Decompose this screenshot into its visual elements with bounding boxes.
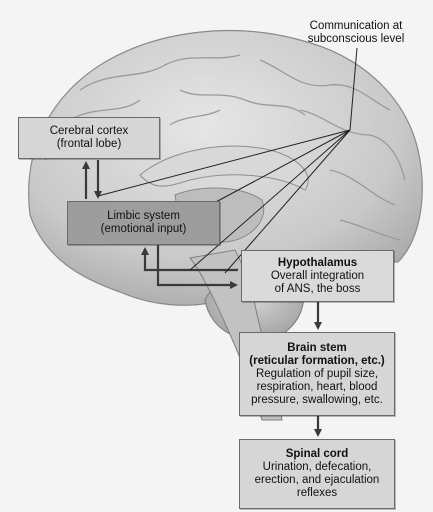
callout-line-2: subconscious level — [292, 33, 420, 46]
brain-stem-subtitle: (reticular formation, etc.) — [249, 355, 384, 368]
limbic-line-1: Limbic system — [107, 210, 180, 223]
brain-stem-line-2: respiration, heart, blood — [257, 381, 378, 394]
cerebral-cortex-box: Cerebral cortex (frontal lobe) — [18, 117, 160, 159]
brain-stem-line-3: pressure, swallowing, etc. — [251, 394, 383, 407]
brain-stem-box: Brain stem (reticular formation, etc.) R… — [239, 332, 395, 416]
spinal-cord-title: Spinal cord — [286, 448, 349, 461]
spinal-cord-box: Spinal cord Urination, defecation, erect… — [239, 439, 395, 509]
callout-label: Communication at subconscious level — [292, 20, 420, 46]
cortex-line-2: (frontal lobe) — [57, 138, 122, 151]
brain-stem-line-1: Regulation of pupil size, — [256, 368, 378, 381]
hypothalamus-box: Hypothalamus Overall integration of ANS,… — [241, 250, 394, 302]
spinal-cord-line-2: erection, and ejaculation — [255, 474, 380, 487]
limbic-line-2: (emotional input) — [101, 223, 187, 236]
hypothalamus-line-2: of ANS, the boss — [275, 283, 361, 296]
spinal-cord-line-3: reflexes — [297, 487, 337, 500]
brain-stem-title: Brain stem — [287, 342, 346, 355]
spinal-cord-line-1: Urination, defecation, — [263, 461, 372, 474]
hypothalamus-line-1: Overall integration — [271, 270, 364, 283]
hypothalamus-title: Hypothalamus — [278, 257, 357, 270]
callout-line-1: Communication at — [292, 20, 420, 33]
cortex-line-1: Cerebral cortex — [50, 125, 129, 138]
limbic-system-box: Limbic system (emotional input) — [67, 201, 220, 245]
